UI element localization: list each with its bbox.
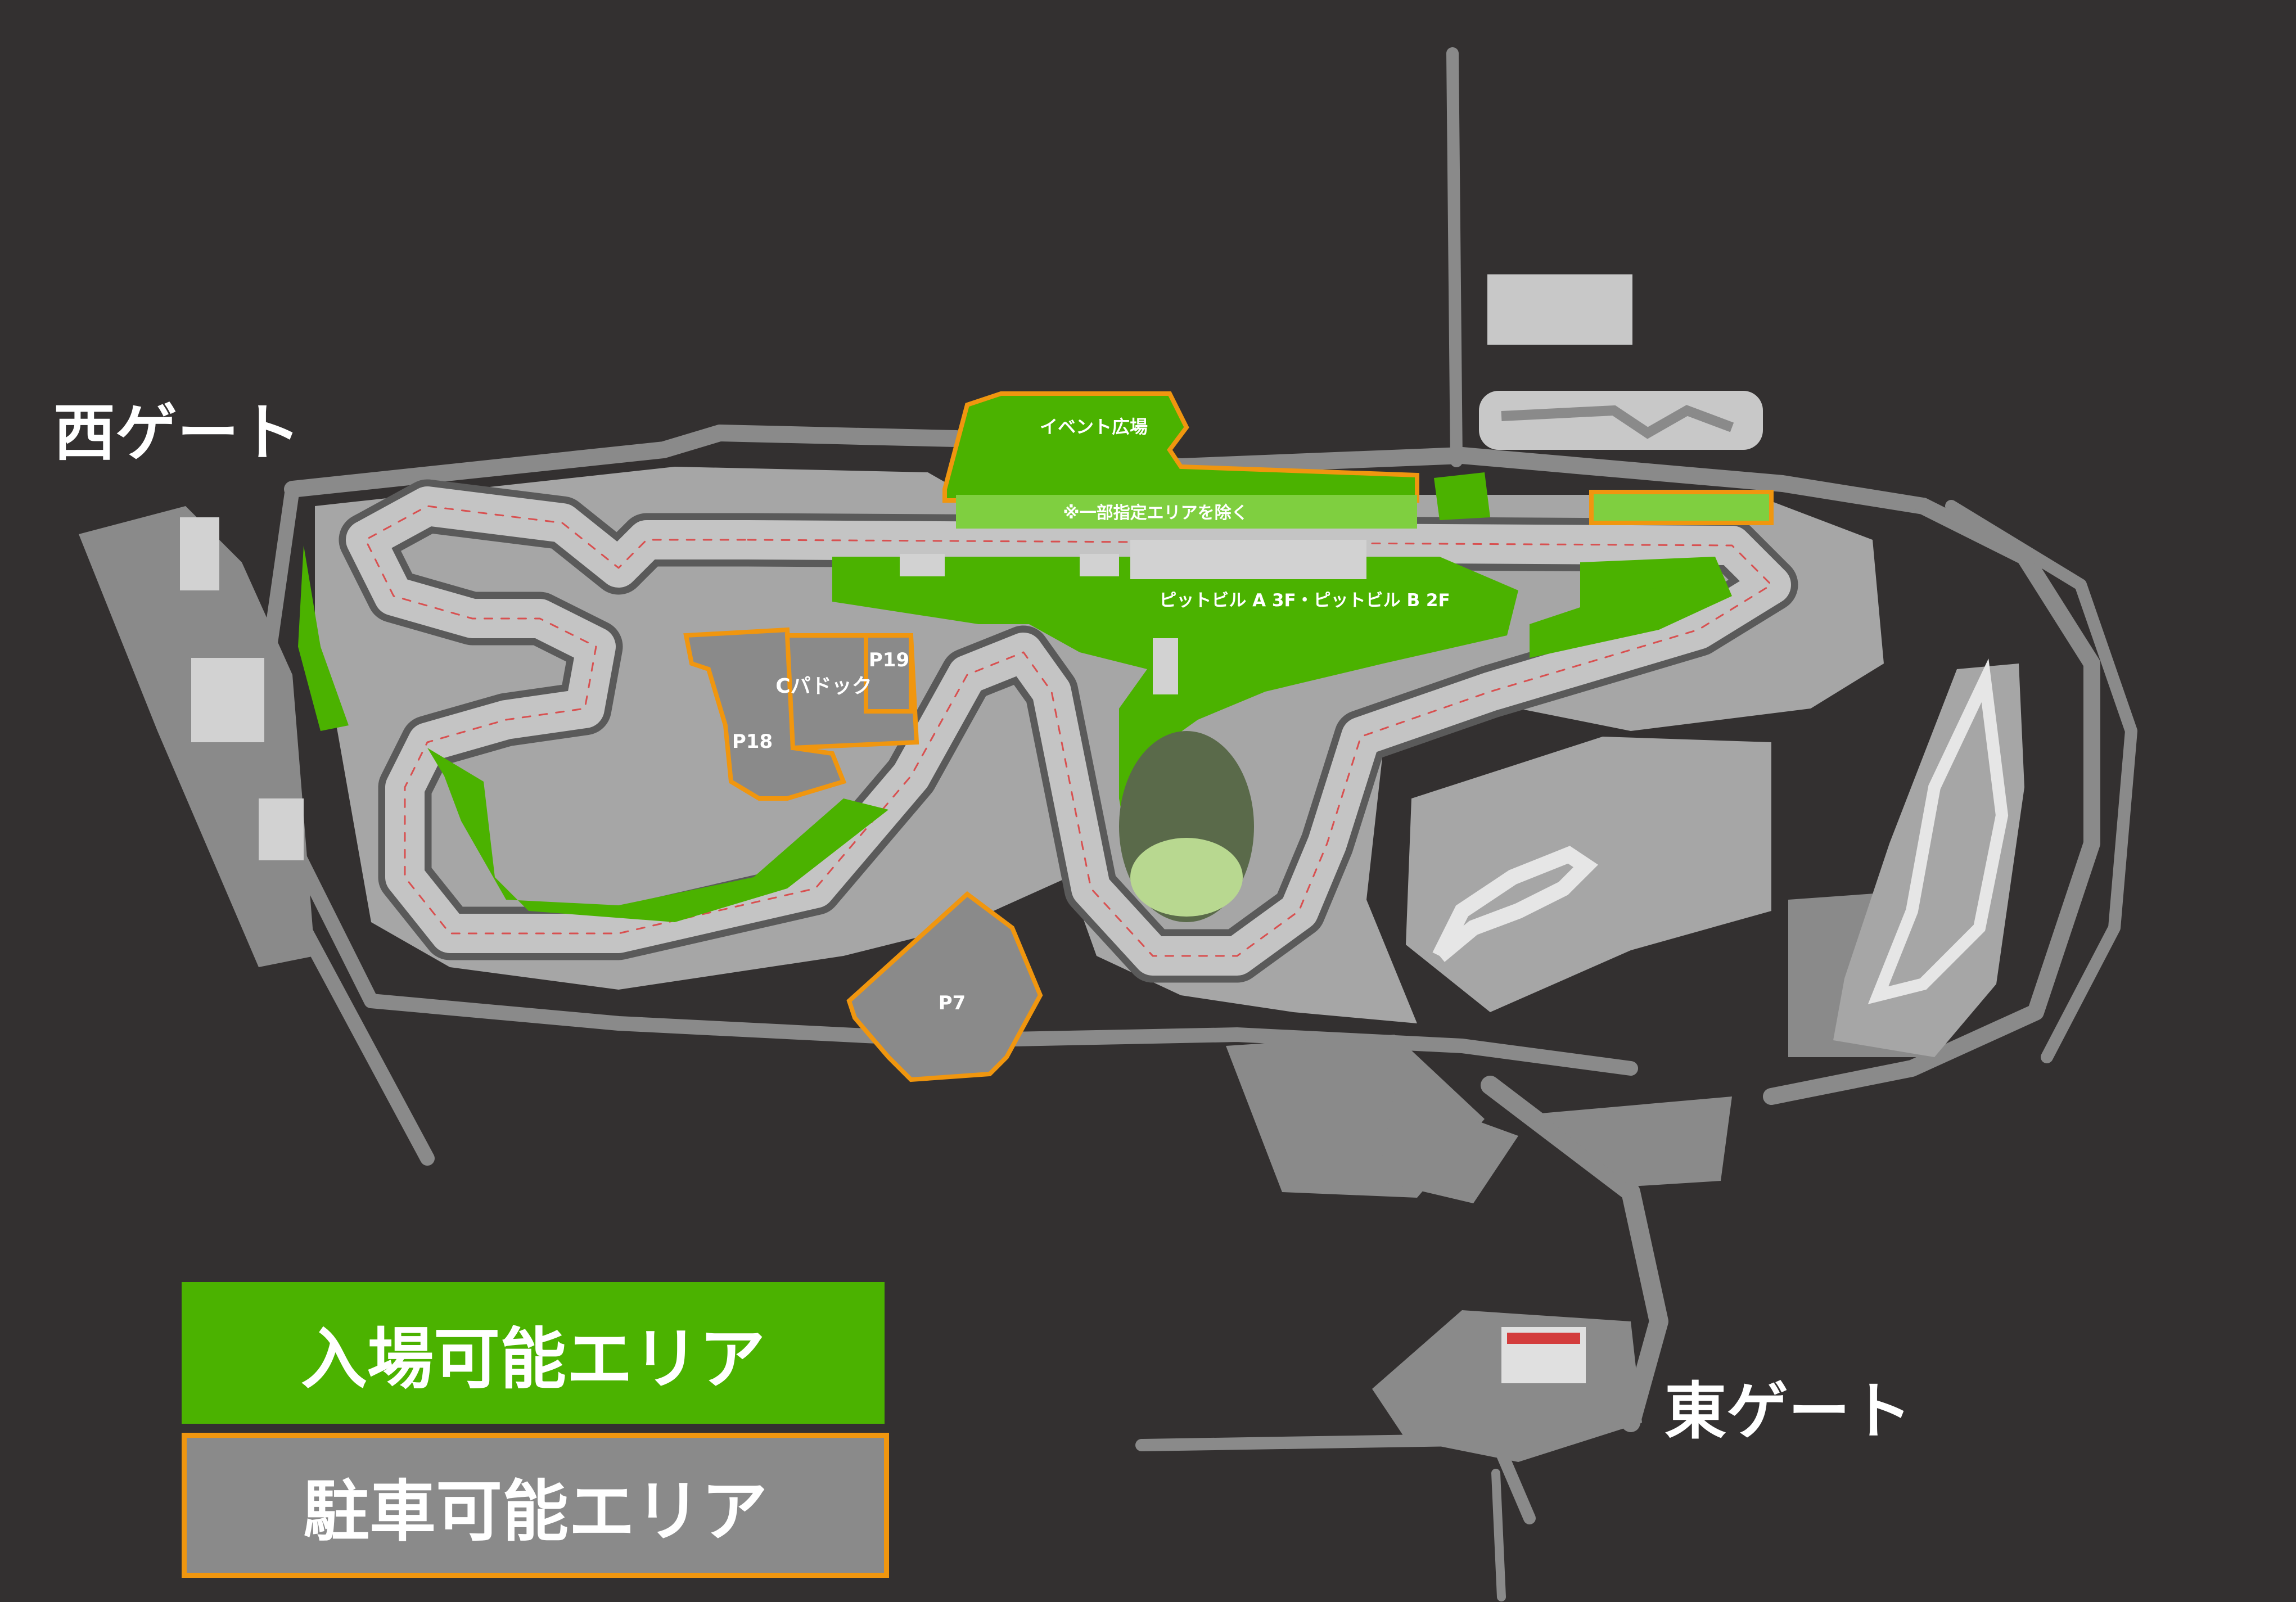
pit-building-area: [832, 557, 1518, 894]
c-paddock-label: Cパドック: [775, 675, 872, 698]
west-infield-green-2: [427, 748, 888, 922]
east-gate-roof: [1507, 1333, 1580, 1344]
p18-label: P18: [732, 730, 773, 753]
parking-lots: [683, 627, 1043, 1082]
east-course-area: [1833, 664, 2024, 1057]
parking-p19: [864, 633, 913, 714]
grandstand-west: [956, 495, 1417, 529]
race-track: [339, 479, 1798, 983]
east-top-green: [1434, 472, 1490, 520]
parking-p7: [846, 891, 1043, 1082]
east-lot: [1541, 1096, 1732, 1186]
grandstand-east: [1589, 490, 1774, 525]
forest-light: [1130, 838, 1243, 917]
excluded-note-label: ※一部指定エリアを除く: [1063, 503, 1248, 523]
west-gate-label: 西ゲート: [53, 397, 301, 469]
legend-parking-area: 駐車可能エリア: [182, 1433, 889, 1578]
north-building: [1487, 274, 1632, 345]
kart-track: [1501, 405, 1734, 439]
pit-building-label: ピットビル A 3F・ピットビル B 2F: [1159, 590, 1450, 611]
paddock-building: [900, 554, 945, 576]
east-parking-ramp: [1378, 1091, 1518, 1203]
entry-areas: [298, 391, 1774, 922]
east-infield-track: [1432, 846, 1598, 962]
track-curbs: [364, 505, 1772, 957]
access-road-east-gate: [1481, 1076, 1668, 1432]
media-center: [1153, 638, 1178, 694]
pit-building: [1130, 540, 1366, 579]
p7-label: P7: [939, 992, 966, 1014]
east-course-track: [1868, 658, 2009, 1004]
p19-label: P19: [869, 649, 909, 671]
east-gate-label: 東ゲート: [1665, 1375, 1912, 1447]
event-plaza-label: イベント広場: [1040, 416, 1148, 437]
control-tower: [1080, 554, 1119, 576]
north-road: [1446, 47, 1463, 467]
west-gate-building-3: [259, 798, 304, 860]
legend-entry-area: 入場可能エリア: [182, 1282, 885, 1424]
east-strip-green: [1631, 568, 1693, 590]
buildings: [180, 517, 1586, 1383]
south-exit-road: [1491, 1469, 1506, 1601]
west-gate-building-2: [191, 658, 264, 742]
perimeter-road-south: [364, 994, 1638, 1076]
west-gate-building-1: [180, 517, 219, 590]
west-infield-green-1: [298, 545, 349, 731]
forest-area: [1119, 731, 1254, 922]
east-loop-road: [1945, 500, 2137, 1063]
east-infield-lot: [1406, 737, 1771, 1012]
